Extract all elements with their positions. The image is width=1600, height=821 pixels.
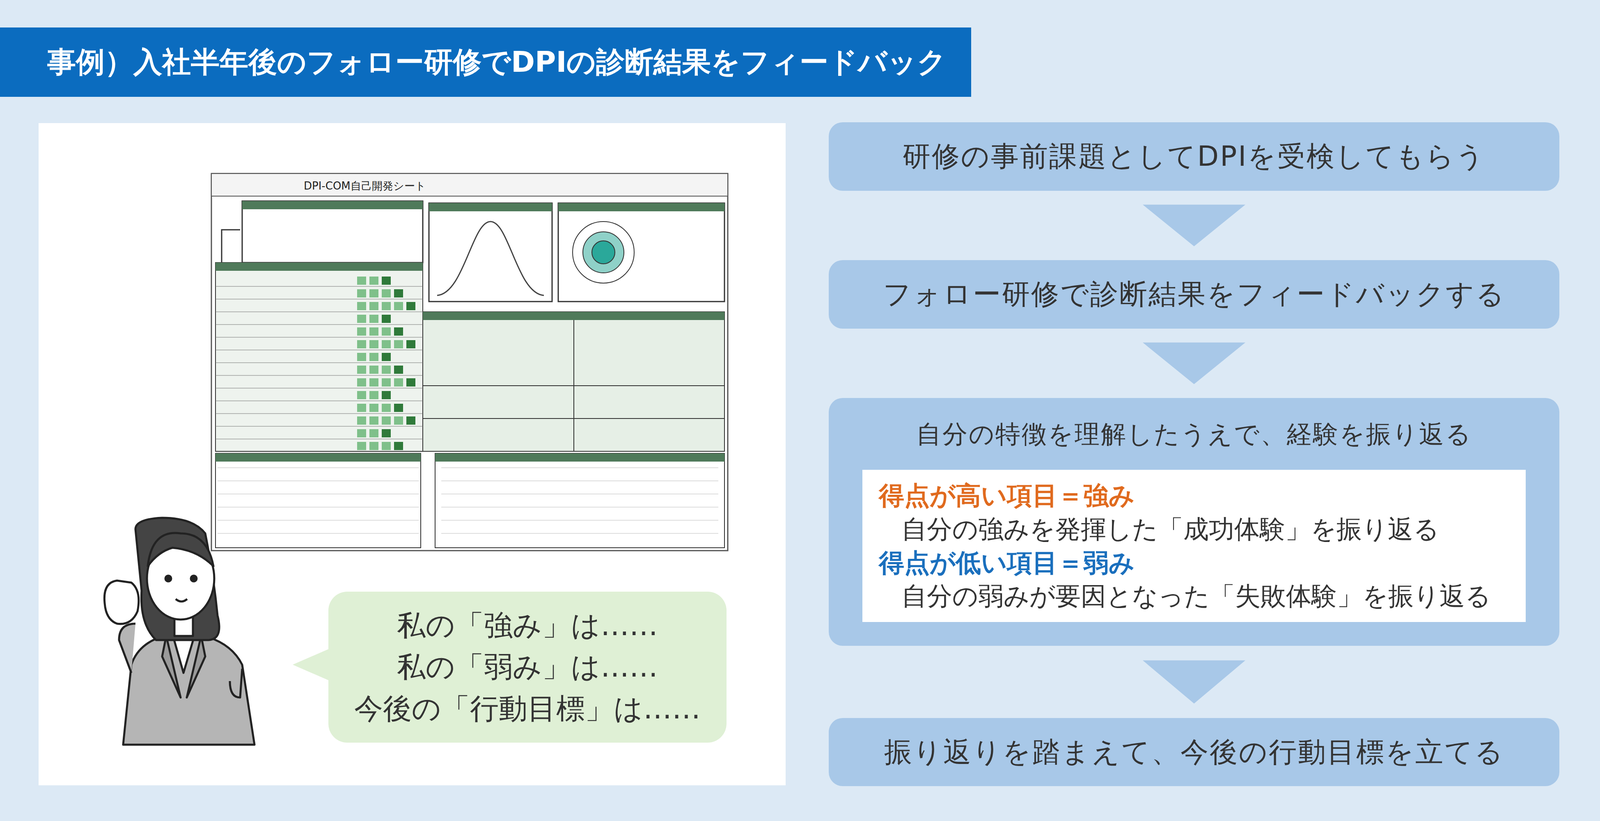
- node-text: 得点が高い項目＝強み: [878, 479, 1510, 513]
- process-box: 研修の事前課題としてDPIを受検してもらう: [828, 122, 1560, 191]
- flow-arrow: [1142, 660, 1246, 704]
- sheet-title: DPI-COM自己開発シート: [303, 178, 427, 194]
- flow-arrow: [1142, 342, 1246, 385]
- node-text: 自分の特徴を理解したうえで、経験を振り返る: [828, 417, 1560, 452]
- bubble-tail: [292, 648, 331, 682]
- dpi-sheet: [211, 173, 728, 551]
- node-text: 研修の事前課題としてDPIを受検してもらう: [902, 137, 1486, 176]
- process-box: 振り返りを踏まえて、今後の行動目標を立てる: [828, 718, 1560, 787]
- process-box: 自分の特徴を理解したうえで、経験を振り返る得点が高い項目＝強み自分の強みを発揮し…: [828, 398, 1560, 647]
- node-text: 私の「強み」は……: [396, 605, 658, 647]
- flow-arrow: [1142, 204, 1246, 247]
- node-text: 振り返りを踏まえて、今後の行動目標を立てる: [884, 733, 1505, 772]
- speech-bubble: 私の「強み」は……私の「弱み」は……今後の「行動目標」は……: [328, 591, 727, 743]
- node-text: 自分の強みを発揮した「成功体験」を振り返る: [878, 512, 1510, 547]
- node-text: 自分の弱みが要因となった「失敗体験」を振り返る: [878, 579, 1510, 614]
- node-text: 得点が低い項目＝弱み: [878, 546, 1510, 580]
- left-panel: [38, 123, 786, 786]
- node-text: フォロー研修で診断結果をフィードバックする: [882, 275, 1506, 314]
- woman-illustration: [104, 518, 255, 745]
- title-text: 事例）入社半年後のフォロー研修でDPIの診断結果をフィードバック: [0, 43, 972, 82]
- title-band: 事例）入社半年後のフォロー研修でDPIの診断結果をフィードバック: [0, 27, 972, 97]
- note-box: 得点が高い項目＝強み自分の強みを発揮した「成功体験」を振り返る得点が低い項目＝弱…: [862, 469, 1526, 623]
- process-box: フォロー研修で診断結果をフィードバックする: [828, 260, 1560, 329]
- node-text: 今後の「行動目標」は……: [354, 688, 701, 731]
- node-text: 私の「弱み」は……: [396, 646, 658, 689]
